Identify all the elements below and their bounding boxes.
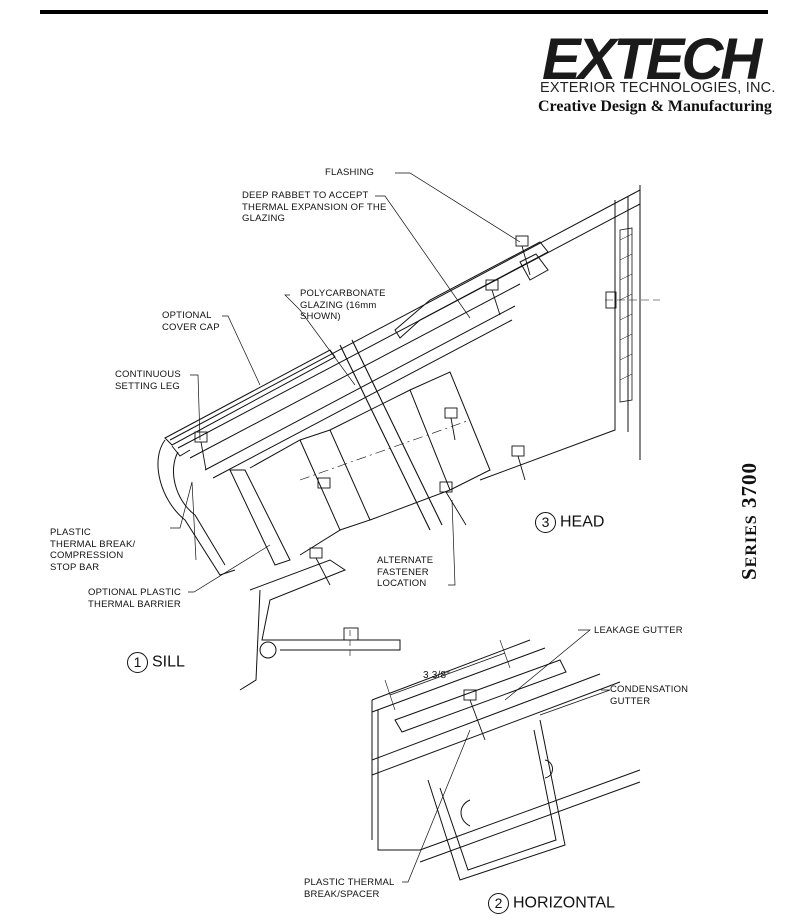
company-logo: EXTECH EXTERIOR TECHNOLOGIES, INC. Creat… [538, 27, 775, 130]
label-flashing: FLASHING [325, 167, 375, 178]
label-polycarbonate-glazing: POLYCARBONATE GLAZING (16mm SHOWN) [300, 288, 386, 322]
label-deep-rabbet: DEEP RABBET TO ACCEPT THERMAL EXPANSION … [242, 190, 387, 224]
label-dimension: 3 3/8" [423, 670, 450, 681]
head-sill-assembly [157, 185, 660, 691]
label-optional-cover-cap: OPTIONAL COVER CAP [162, 310, 220, 333]
label-plastic-thermal-spacer: PLASTIC THERMAL BREAK/SPACER [304, 877, 395, 900]
logo-wordmark: EXTECH [542, 27, 762, 92]
company-tagline: Creative Design & Manufacturing [538, 98, 772, 115]
label-alternate-fastener: ALTERNATE FASTENER LOCATION [377, 555, 434, 589]
leader-lines [170, 172, 611, 883]
label-leakage-gutter: LEAKAGE GUTTER [594, 625, 683, 636]
label-optional-thermal-barrier: OPTIONAL PLASTIC THERMAL BARRIER [88, 587, 182, 610]
horizontal-detail [371, 639, 641, 881]
label-plastic-thermal-break: PLASTIC THERMAL BREAK/ COMPRESSION STOP … [50, 527, 136, 573]
company-name: EXTERIOR TECHNOLOGIES, INC. [540, 80, 776, 96]
header-rule [40, 10, 768, 14]
label-continuous-setting-leg: CONTINUOUS SETTING LEG [115, 369, 181, 392]
label-condensation-gutter: CONDENSATION GUTTER [610, 684, 689, 707]
